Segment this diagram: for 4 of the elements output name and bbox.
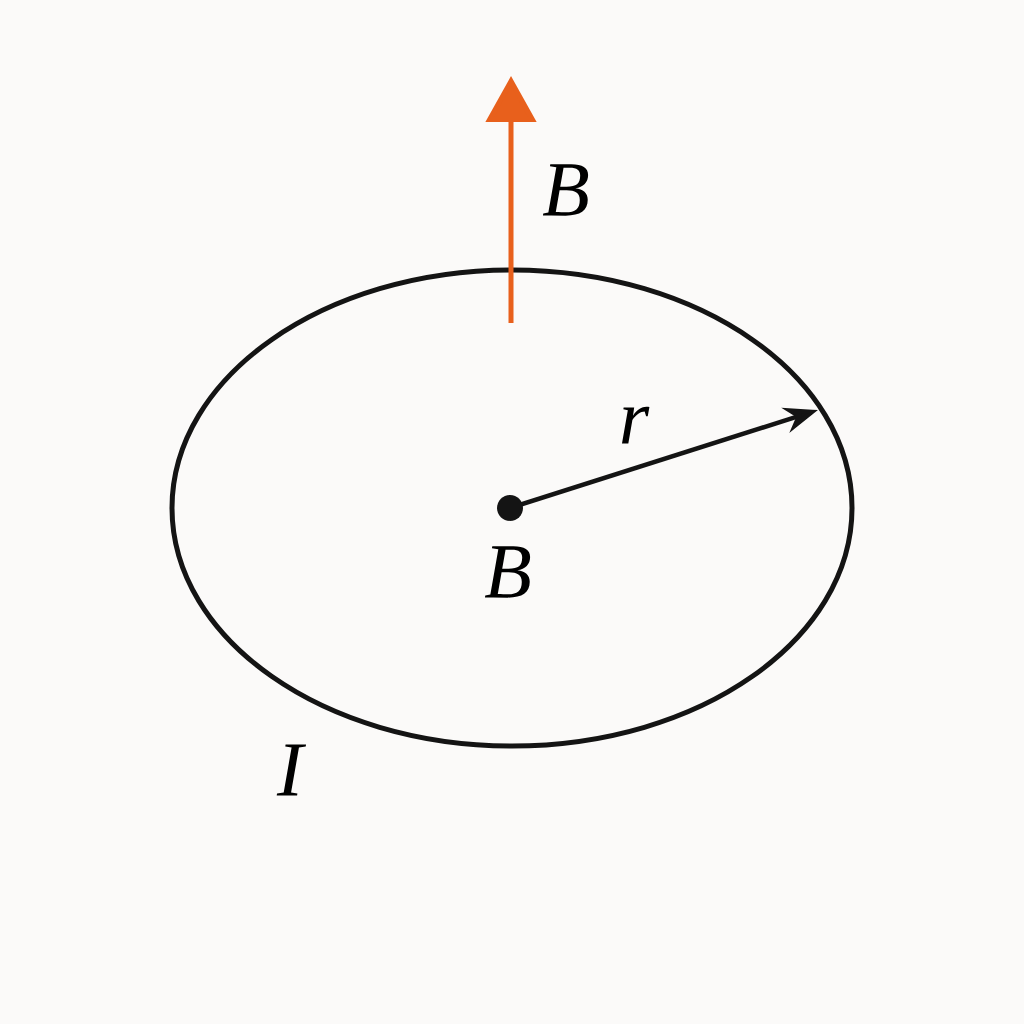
center-label: B bbox=[484, 546, 531, 598]
field-label: B bbox=[542, 164, 589, 216]
current-label: I bbox=[276, 744, 307, 796]
radius-label: r bbox=[622, 406, 650, 444]
